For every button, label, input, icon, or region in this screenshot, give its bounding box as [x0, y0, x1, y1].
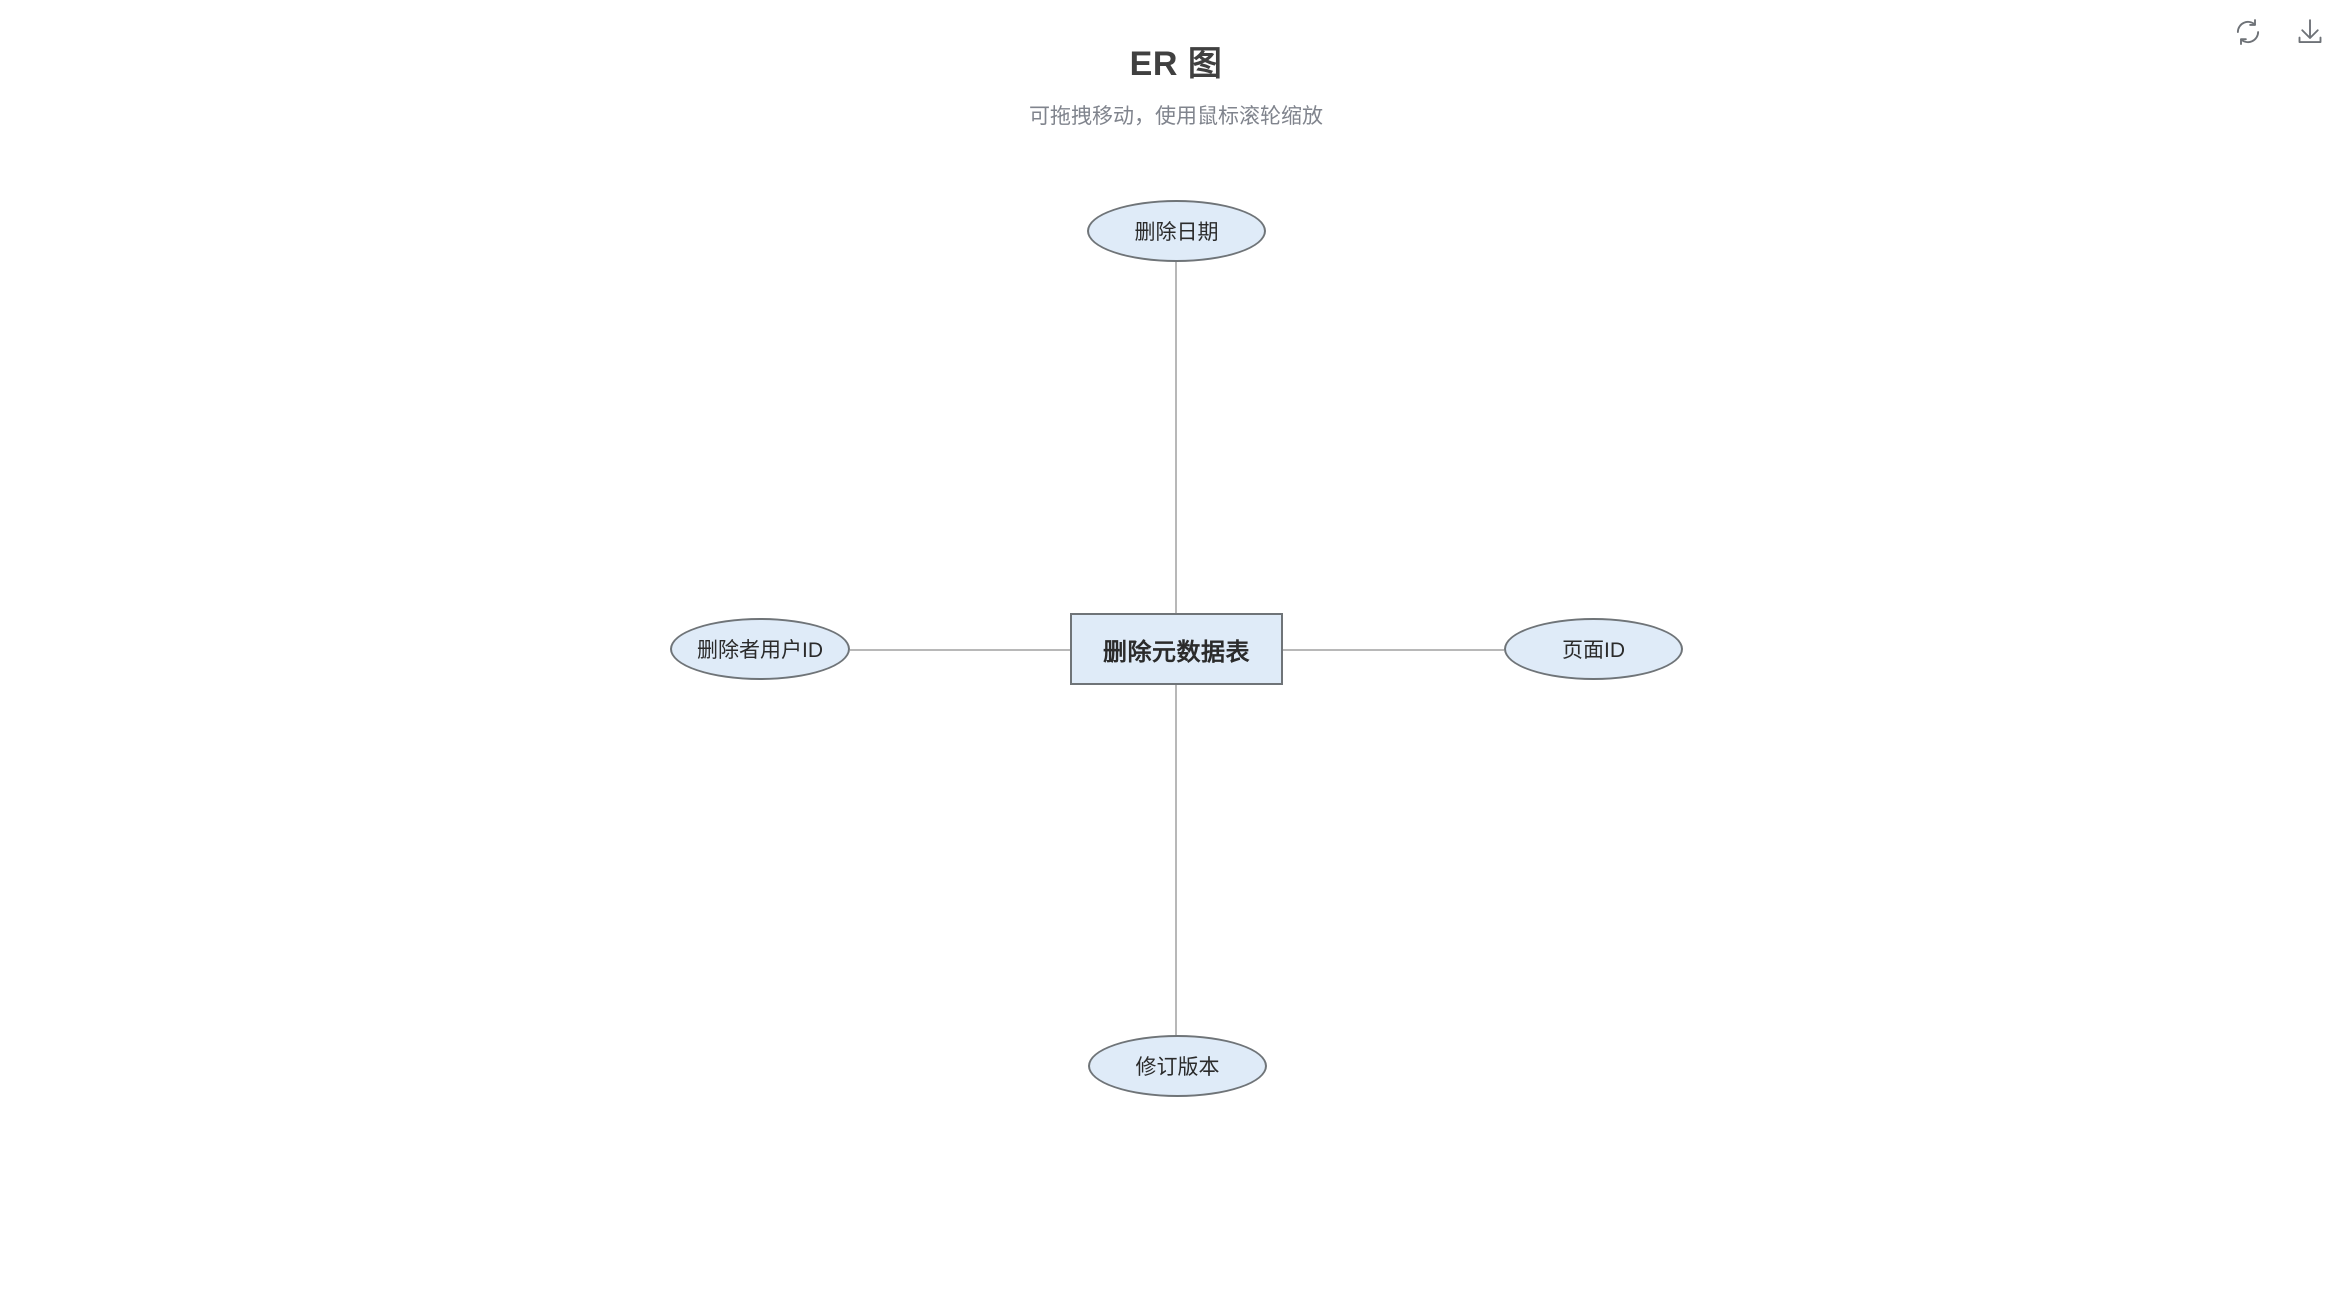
attribute-node-label: 页面ID [1562, 639, 1625, 662]
attribute-node-page-id[interactable]: 页面ID [1504, 618, 1683, 680]
attribute-node-delete-date[interactable]: 删除日期 [1087, 200, 1266, 262]
entity-node-delete-metadata-table[interactable]: 删除元数据表 [1070, 613, 1283, 685]
refresh-icon [2233, 17, 2263, 47]
entity-node-label: 删除元数据表 [1103, 638, 1250, 666]
download-icon [2295, 17, 2325, 47]
attribute-node-label: 删除者用户ID [697, 639, 823, 662]
download-button[interactable] [2290, 12, 2330, 52]
attribute-node-deleter-user-id[interactable]: 删除者用户ID [670, 618, 850, 680]
attribute-node-revision-version[interactable]: 修订版本 [1088, 1035, 1267, 1097]
attribute-node-label: 删除日期 [1134, 221, 1219, 244]
toolbar [2228, 12, 2330, 52]
refresh-button[interactable] [2228, 12, 2268, 52]
attribute-node-label: 修订版本 [1135, 1056, 1220, 1079]
